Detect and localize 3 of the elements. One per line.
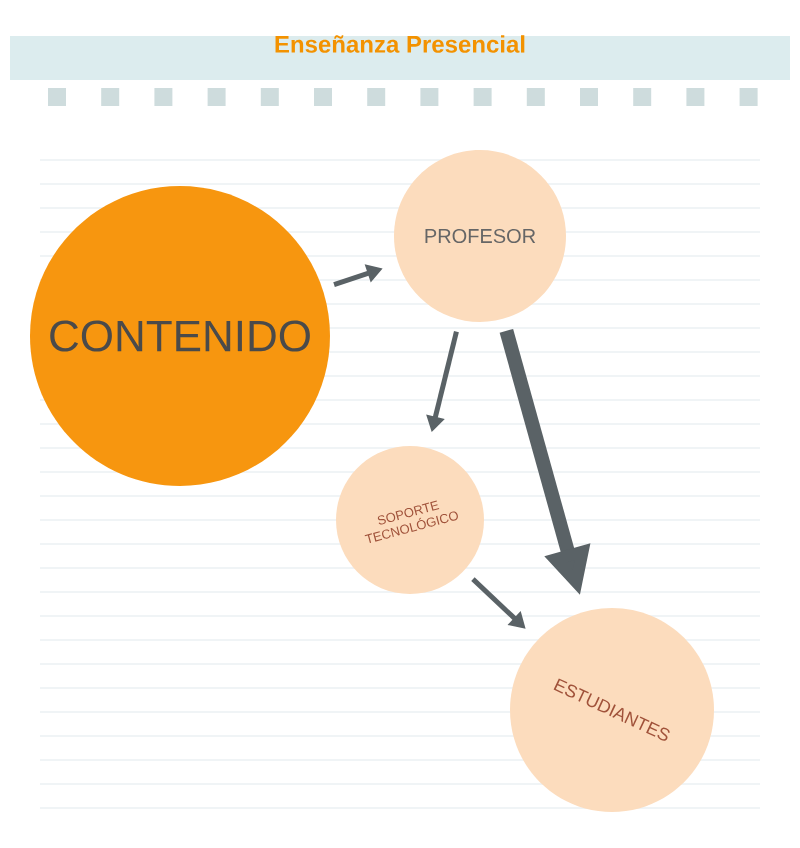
title: Enseñanza Presencial [275,35,525,53]
circle-node: CONTENIDO [30,186,330,486]
circle-node: PROFESOR [394,150,566,322]
